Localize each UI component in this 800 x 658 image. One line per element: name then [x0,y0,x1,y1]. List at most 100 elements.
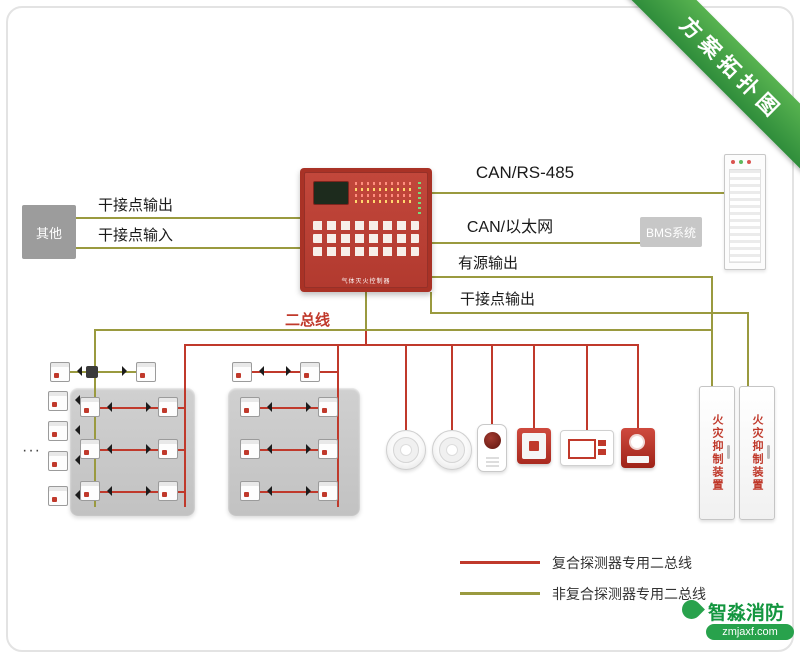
panel-green-leds [418,182,421,214]
panel-indicator-leds [355,182,413,206]
dry-output-right-label: 干接点输出 [460,291,536,308]
dry-output-right-wire [430,312,749,314]
flow-arrow-icon [306,486,316,496]
flow-arrow-icon [286,366,296,376]
two-bus-label: 二总线 [285,312,331,329]
display-drop-wire [586,344,588,430]
io-module [48,451,68,471]
logo-name: 智淼消防 [708,603,785,624]
ribbon-label: 方案拓扑图 [616,0,800,184]
equipment-rack [724,154,766,270]
smoke2-drop-wire [451,344,453,430]
terminal-block [86,366,98,378]
io-module [48,486,68,506]
page-border [6,6,794,652]
module-row-wire [260,407,338,409]
io-module [318,481,338,501]
callpoint2-drop-wire [637,344,639,428]
flow-arrow-icon [72,366,82,376]
group2-drop-wire [337,344,339,507]
can-ethernet-wire [432,242,640,244]
smoke1-drop-wire [405,344,407,430]
io-module [300,362,320,382]
left-branch-drop-wire [94,329,96,507]
flow-arrow-icon [70,490,80,500]
manual-call-point-1 [517,428,551,464]
flow-arrow-icon [70,455,80,465]
suppression-cabinet-1: 火灾抑制装置 [699,386,735,520]
can-rs485-wire [432,192,726,194]
corner-ribbon: 方案拓扑图 [610,0,800,190]
io-module [48,391,68,411]
io-module [240,397,260,417]
flow-arrow-icon [146,444,156,454]
panel-display-screen [313,181,349,205]
legend-olive-line [460,592,540,595]
logo-site-link[interactable]: zmjaxf.com [706,624,794,640]
io-module [158,397,178,417]
manual-call-point-2 [621,428,655,468]
infrared-detector [477,424,507,472]
suppression-cabinet-1-label: 火灾抑制装置 [711,414,723,492]
smoke-detector-1 [386,430,426,470]
red-two-bus-wire [184,344,639,346]
dry-output-left-wire [76,217,300,219]
io-module [232,362,252,382]
smoke-detector-2 [432,430,472,470]
other-system-box: 其他 [22,205,76,259]
io-module [80,397,100,417]
io-module [240,481,260,501]
flow-arrow-icon [146,402,156,412]
module-row-wire [260,449,338,451]
can-ethernet-label: CAN/以太网 [466,219,554,236]
bms-system-box: BMS系统 [640,217,702,247]
flow-arrow-icon [122,366,132,376]
io-module [318,397,338,417]
module-row-wire [70,371,136,373]
flow-arrow-icon [102,486,112,496]
flow-arrow-icon [70,395,80,405]
flow-arrow-icon [146,486,156,496]
can-rs485-label: CAN/RS-485 [475,163,575,182]
legend-red-line [460,561,540,564]
panel-face: 气体灭火控制器 [304,172,428,288]
red-bus-join-wire [365,331,367,345]
module-row-wire [100,449,185,451]
dry-output-right-riser-wire [430,292,432,314]
io-module [158,481,178,501]
flow-arrow-icon [102,444,112,454]
io-module [240,439,260,459]
legend-red-label: 复合探测器专用二总线 [552,555,692,571]
module-row-wire [260,491,338,493]
io-module [318,439,338,459]
dry-output-left-label: 干接点输出 [98,197,174,214]
panel-keypad [313,221,419,260]
two-bus-wire [95,329,713,331]
panel-caption: 气体灭火控制器 [341,279,391,285]
suppression-cabinet-2: 火灾抑制装置 [739,386,775,520]
dry-input-left-label: 干接点输入 [98,227,174,244]
flow-arrow-icon [262,486,272,496]
flow-arrow-icon [262,402,272,412]
ellipsis-text: ··· [22,442,41,459]
module-row-wire [252,371,338,373]
flow-arrow-icon [70,425,80,435]
flow-arrow-icon [262,444,272,454]
dry-output-right-drop-wire [747,312,749,386]
flow-arrow-icon [306,444,316,454]
io-module [80,481,100,501]
dry-input-left-wire [76,247,300,249]
module-row-wire [100,491,185,493]
active-output-label: 有源输出 [458,255,519,272]
ir-drop-wire [491,344,493,424]
fire-display-panel [560,430,614,466]
io-module [158,439,178,459]
io-module [48,421,68,441]
flow-arrow-icon [306,402,316,412]
group1-drop-wire [184,344,186,507]
active-output-drop-wire [711,276,713,386]
active-output-wire [432,276,713,278]
flow-arrow-icon [102,402,112,412]
flow-arrow-icon [254,366,264,376]
